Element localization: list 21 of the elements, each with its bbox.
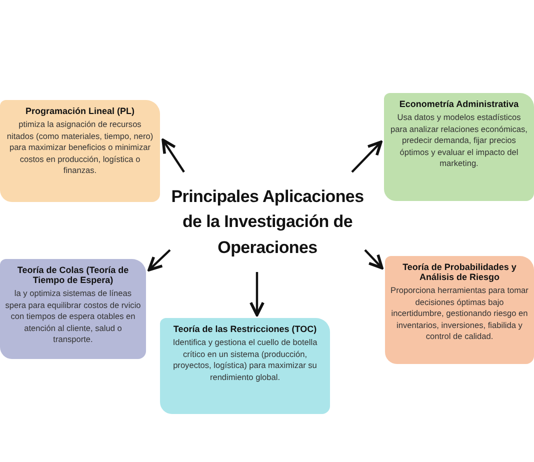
topic-card [385, 256, 534, 364]
card-description: la y optimiza sistemas de líneas spera para equilibrar costos de rvicio con tiempos de espera otables en atención al cliente, salud o transporte. [5, 288, 141, 346]
card-description: Usa datos y modelos estadísticos para analizar relaciones económicas, predecir demanda, fijar precios óptimos y evaluar el impacto del marketing. [390, 112, 528, 170]
topic-card [160, 318, 330, 414]
card-heading: Teoría de Probabilidades y Análisis de Riesgo [402, 262, 518, 282]
card-heading: Teoría de Colas (Teoría de Tiempo de Espera) [16, 265, 130, 285]
card-description: Identifica y gestiona el cuello de botella crítico en un sistema (producción, proyectos, logística) para maximizar su rendimiento global. [172, 337, 318, 384]
card-description: ptimiza la asignación de recursos nitados (como materiales, tiempo, nero) para maximizar beneficios o minimizar costos en producción, logística o finanzas. [6, 119, 154, 178]
arrow [351, 140, 382, 173]
arrow [162, 138, 185, 173]
arrow [148, 249, 171, 272]
topic-card [384, 93, 534, 201]
arrow [364, 249, 384, 270]
topic-card [0, 100, 160, 202]
card-heading: Programación Lineal (PL) [24, 106, 136, 116]
card-heading: Econometría Administrativa [398, 99, 520, 109]
card-description: Proporciona herramientas para tomar decisiones óptimas bajo incertidumbre, gestionando riesgo en inventarios, inversiones, fiabilida y control de calidad. [390, 285, 529, 344]
card-heading: Teoría de las Restricciones (TOC) [172, 324, 318, 334]
arrow [249, 272, 265, 316]
topic-card [0, 259, 146, 359]
title-text: Principales Aplicaciones de la Investigación de Operaciones [170, 172, 365, 272]
